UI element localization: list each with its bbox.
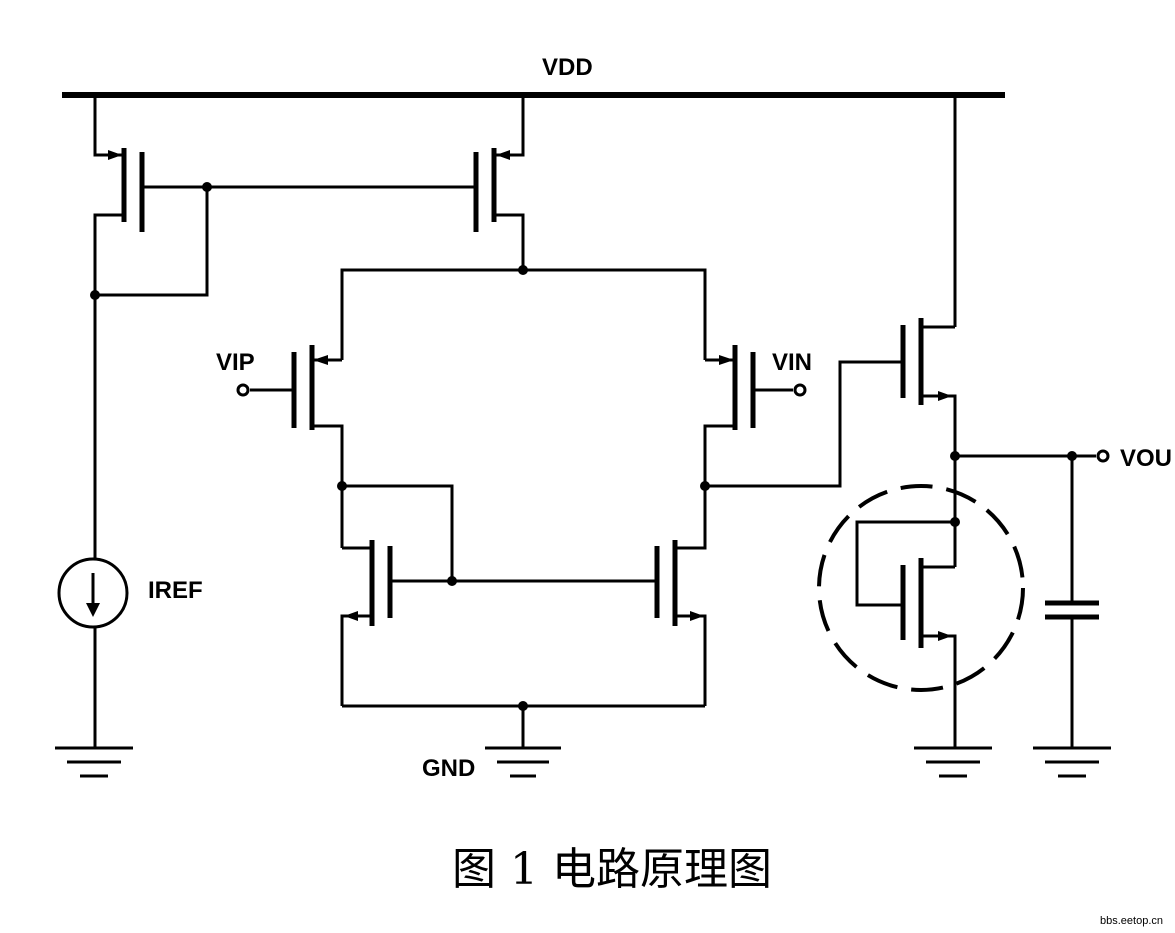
pmos-m3-vip: [236, 345, 344, 486]
ground-symbol-right-2: [1033, 746, 1111, 778]
pmos-m2: [473, 95, 525, 270]
vdd-label: VDD: [542, 54, 593, 81]
gnd-label: GND: [422, 755, 475, 782]
nmos-m6: [654, 486, 707, 706]
ground-symbol-right-1: [914, 746, 992, 778]
pmos-m1: [93, 95, 145, 295]
ground-symbol-left: [55, 746, 133, 778]
nmos-m5: [340, 540, 393, 706]
iref-label: IREF: [148, 577, 203, 604]
pmos-m4-vin: [703, 345, 807, 486]
watermark-text: bbs.eetop.cn: [1100, 915, 1163, 927]
vout-terminal: [1096, 449, 1110, 463]
figure-caption: 图 1 电路原理图: [452, 844, 772, 895]
nmos-m7-output: [900, 318, 957, 456]
dashed-highlight-circle: [817, 484, 1025, 692]
iref-current-source: [57, 557, 129, 629]
vip-label: VIP: [216, 349, 255, 376]
load-capacitor: [1045, 456, 1099, 748]
vout-label: VOU: [1120, 445, 1172, 472]
ground-symbol-center: [485, 746, 561, 778]
nmos-m8-diode-load: [855, 456, 960, 748]
vin-label: VIN: [772, 349, 812, 376]
